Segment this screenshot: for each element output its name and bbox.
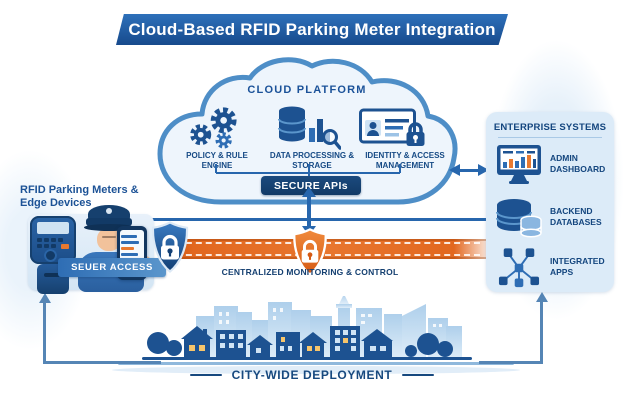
arrow-city-to-enterprise-horizontal	[479, 361, 543, 364]
city-skyline-illustration	[142, 296, 472, 360]
blue-shield-lock-icon	[151, 221, 189, 273]
city-wide-deployment-row: CITY-WIDE DEPLOYMENT	[162, 368, 462, 382]
parking-meter-icon	[30, 216, 76, 294]
meter-head	[30, 216, 76, 264]
officer-cap-band	[86, 218, 132, 226]
orange-shield-lock-icon	[293, 228, 327, 276]
label-dash-left	[189, 374, 222, 376]
meter-screen	[37, 222, 69, 234]
network-nodes-icon	[494, 246, 544, 290]
integrated-apps-label: INTEGRATED APPS	[550, 256, 605, 278]
enterprise-systems-heading: ENTERPRISE SYSTEMS	[493, 122, 607, 133]
phone-screen-line	[121, 253, 138, 256]
secure-apis-banner: SECURE APIs	[261, 176, 361, 195]
arrow-city-to-meter-horizontal	[43, 361, 161, 364]
cloud-enterprise-line	[459, 168, 479, 172]
phone-screen-line	[121, 247, 134, 250]
phone-screen-line	[121, 241, 139, 244]
admin-dashboard-label: ADMIN DASHBOARD	[550, 153, 606, 175]
centralized-monitoring-label: CENTRALIZED MONITORING & CONTROL	[221, 267, 399, 277]
meter-key	[58, 238, 63, 242]
database-chart-magnifier-icon	[276, 102, 342, 150]
officer-face	[97, 228, 121, 251]
cloud-platform-label: CLOUD PLATFORM	[247, 84, 367, 96]
edge-devices-heading: RFID Parking Meters & Edge Devices	[20, 184, 139, 210]
officer-eyes	[102, 236, 116, 238]
database-stack-icon	[494, 196, 544, 240]
gears-icon	[184, 104, 248, 150]
meter-key	[51, 244, 56, 248]
meter-key	[44, 238, 49, 242]
meter-key-orange	[61, 244, 69, 249]
meter-key	[44, 244, 49, 248]
cloud-enterprise-arrowhead-right-icon	[478, 164, 489, 176]
cloud-channel-arrowhead-up-icon	[302, 187, 316, 197]
meter-key	[37, 244, 42, 248]
cloud-enterprise-arrowhead-left-icon	[449, 164, 460, 176]
phone-screen-line	[121, 235, 137, 238]
enterprise-heading-rule	[498, 137, 602, 138]
cloud-shape	[157, 57, 458, 205]
arrow-city-to-enterprise-vertical	[540, 301, 543, 364]
meter-slot	[44, 273, 62, 277]
bracket-line	[216, 172, 400, 174]
bracket-stub-left	[215, 164, 217, 173]
id-card-lock-icon	[358, 106, 428, 150]
meter-key	[37, 238, 42, 242]
city-wide-deployment-label: CITY-WIDE DEPLOYMENT	[231, 368, 393, 382]
label-dash-right	[402, 374, 435, 376]
diagram-title: Cloud-Based RFID Parking Meter Integrati…	[116, 14, 508, 45]
meter-speaker	[44, 249, 57, 262]
city-ground-glow	[112, 366, 520, 374]
bracket-stub-right	[399, 164, 401, 173]
policy-rule-engine-label: POLICY & RULE ENGINE	[186, 151, 248, 170]
officer-cap-brim	[84, 224, 134, 231]
edge-to-enterprise-line	[120, 218, 488, 221]
meter-key	[51, 238, 56, 242]
arrow-city-to-meter-vertical	[43, 302, 46, 364]
monitor-chart-icon	[494, 143, 544, 187]
city-ground-line	[118, 362, 514, 365]
data-processing-storage-label: DATA PROCESSING & STORAGE	[269, 151, 355, 171]
backend-databases-label: BACKEND DATABASES	[550, 206, 602, 228]
arrow-city-to-enterprise-head-icon	[535, 292, 548, 302]
officer-cap-badge-icon	[106, 208, 112, 214]
identity-access-management-label: IDENTITY & ACCESS MANAGEMENT	[365, 151, 445, 171]
secure-access-badge: SEUER ACCESS	[58, 258, 166, 277]
bracket-stub-center	[308, 164, 310, 178]
cloud-channel-line	[307, 196, 311, 230]
arrow-city-to-meter-head-icon	[38, 293, 51, 303]
